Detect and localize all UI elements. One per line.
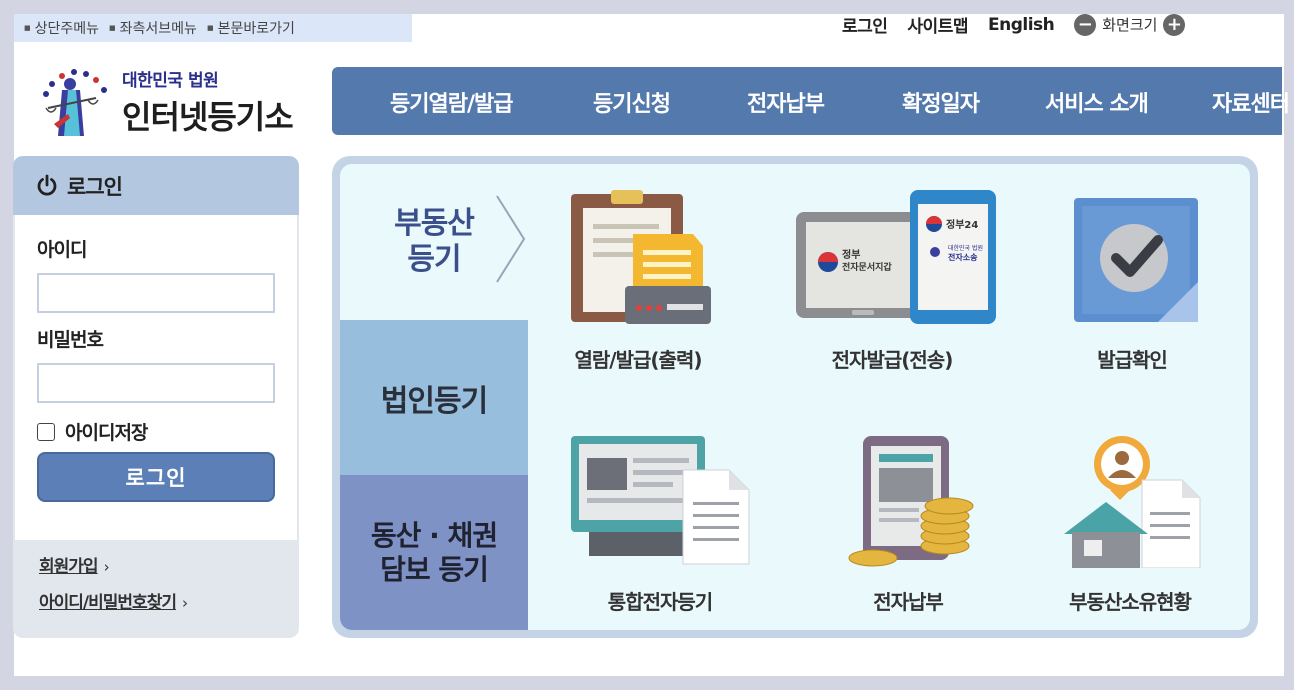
save-id-checkbox[interactable]: 아이디저장 xyxy=(37,418,148,445)
phone-gov24-text: 정부24 xyxy=(946,218,978,231)
service-verify[interactable]: 발급확인 xyxy=(1032,190,1232,373)
util-login-link[interactable]: 로그인 xyxy=(842,17,888,37)
font-size-label: 화면크기 xyxy=(1102,16,1158,34)
service-verify-label: 발급확인 xyxy=(1097,348,1168,372)
phone-app-text: 전자소송 xyxy=(948,252,978,262)
tablet-gov-doc-text: 전자문서지갑 xyxy=(842,261,892,273)
site-logo[interactable]: 대한민국 법원 인터넷등기소 xyxy=(24,50,304,140)
service-ownership-label: 부동산소유현황 xyxy=(1069,590,1192,614)
tab-movable-line2: 담보 등기 xyxy=(380,552,489,586)
skip-to-left-submenu[interactable]: 좌측서브메뉴 xyxy=(109,18,197,38)
save-id-label: 아이디저장 xyxy=(65,422,148,444)
logo-title: 인터넷등기소 xyxy=(122,98,294,136)
monitor-document-icon xyxy=(571,436,750,565)
tablet-gov-text: 정부 xyxy=(842,248,860,261)
nav-apply[interactable]: 등기신청 xyxy=(593,92,671,117)
zoom-out-icon[interactable]: − xyxy=(1074,13,1097,36)
house-owner-icon xyxy=(1064,436,1201,568)
join-link[interactable]: 회원가입› xyxy=(39,552,110,577)
nav-fixed-date[interactable]: 확정일자 xyxy=(902,92,980,117)
tab-real-estate-line2: 등기 xyxy=(407,242,461,277)
login-form: 아이디 비밀번호 아이디저장 로그인 xyxy=(15,215,297,540)
chevron-right-icon: › xyxy=(181,594,188,612)
utility-links: 로그인 사이트맵 English − 화면크기 + xyxy=(842,12,1186,37)
service-e-issue[interactable]: 정부 전자문서지갑 정부24 대한민국 법원 전자소송 전자발급(전송) xyxy=(792,190,996,373)
checkbox-icon[interactable] xyxy=(37,422,55,441)
zoom-in-icon[interactable]: + xyxy=(1163,13,1186,36)
tablet-coins-icon xyxy=(848,436,974,567)
chevron-right-icon xyxy=(496,195,526,283)
logo-subtitle: 대한민국 법원 xyxy=(122,71,219,91)
tablet-phone-icon: 정부 전자문서지갑 정부24 대한민국 법원 전자소송 xyxy=(796,190,996,324)
chevron-right-icon: › xyxy=(103,558,110,576)
nav-data-center[interactable]: 자료센터 xyxy=(1212,92,1290,117)
id-label: 아이디 xyxy=(37,239,87,261)
id-input[interactable] xyxy=(37,273,275,313)
password-input[interactable] xyxy=(37,363,275,403)
skip-to-content[interactable]: 본문바로가기 xyxy=(207,18,295,38)
login-button[interactable]: 로그인 xyxy=(37,452,275,502)
login-title: 로그인 xyxy=(67,174,123,199)
main-navigation: 등기열람/발급 등기신청 전자납부 확정일자 서비스 소개 자료센터 xyxy=(332,67,1290,135)
skip-navigation: 상단주메뉴 좌측서브메뉴 본문바로가기 xyxy=(14,14,412,42)
service-e-issue-label: 전자발급(전송) xyxy=(831,348,954,372)
court-justice-emblem-icon xyxy=(43,69,107,136)
password-label: 비밀번호 xyxy=(37,329,104,351)
service-view-print[interactable]: 열람/발급(출력) xyxy=(538,190,738,373)
service-e-payment-label: 전자납부 xyxy=(873,590,944,614)
nav-view-issue[interactable]: 등기열람/발급 xyxy=(390,92,513,117)
print-document-icon xyxy=(571,190,711,324)
find-account-label: 아이디/비밀번호찾기 xyxy=(39,593,177,613)
login-header: 로그인 xyxy=(13,156,299,215)
checkmark-icon xyxy=(1074,198,1198,322)
nav-service-intro[interactable]: 서비스 소개 xyxy=(1045,92,1149,117)
service-view-print-label: 열람/발급(출력) xyxy=(574,348,703,372)
nav-e-payment[interactable]: 전자납부 xyxy=(747,92,825,117)
tab-movable-line1: 동산 · 채권 xyxy=(370,518,498,552)
tab-real-estate-line1: 부동산 xyxy=(394,206,475,241)
find-account-link[interactable]: 아이디/비밀번호찾기› xyxy=(39,588,188,613)
phone-court-text: 대한민국 법원 xyxy=(948,244,983,252)
english-link[interactable]: English xyxy=(987,14,1055,35)
tab-corporate[interactable]: 법인등기 xyxy=(340,320,528,475)
skip-to-top-menu[interactable]: 상단주메뉴 xyxy=(24,18,99,38)
power-icon xyxy=(37,174,57,196)
sitemap-link[interactable]: 사이트맵 xyxy=(907,17,968,37)
service-integrated-label: 통합전자등기 xyxy=(607,590,713,614)
font-size-control: − 화면크기 + xyxy=(1074,13,1186,36)
login-box: 로그인 아이디 비밀번호 아이디저장 로그인 회원가입› 아이디/비밀번호찾기› xyxy=(13,156,299,638)
service-integrated-e-registry[interactable]: 통합전자등기 xyxy=(560,436,760,615)
service-property-ownership[interactable]: 부동산소유현황 xyxy=(1030,436,1230,615)
join-label: 회원가입 xyxy=(39,557,99,577)
service-e-payment[interactable]: 전자납부 xyxy=(808,436,1008,615)
